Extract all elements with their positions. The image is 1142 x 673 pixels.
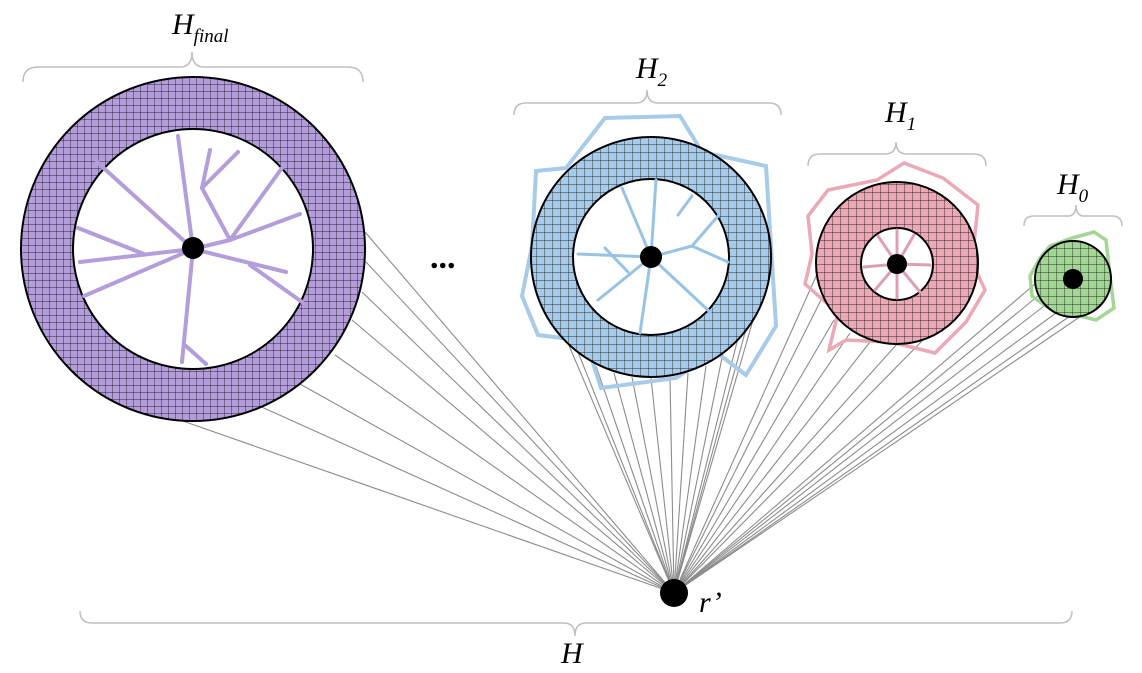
label-h1: H1 <box>884 96 916 135</box>
connector-line <box>673 341 871 594</box>
center-h2 <box>640 246 662 268</box>
connector-line <box>673 315 1071 594</box>
origin-point <box>660 579 688 607</box>
connector-line <box>673 283 1036 594</box>
brace-h1 <box>807 141 987 167</box>
group-h1: H1 <box>803 96 987 355</box>
outline-h2 <box>519 113 779 391</box>
connector-line <box>673 339 924 594</box>
connector-line <box>577 351 675 594</box>
connector-line <box>365 261 675 594</box>
origin-label: r’ <box>699 586 722 619</box>
branches-h2 <box>576 178 730 335</box>
group-h0: H0 <box>1023 168 1123 322</box>
outline-h0 <box>1028 230 1116 322</box>
connector-line <box>299 383 675 594</box>
connector-lines <box>179 231 1085 594</box>
connector-line <box>673 295 761 594</box>
connector-line <box>673 312 1057 594</box>
connector-line <box>669 376 675 594</box>
brace-total <box>79 610 1073 637</box>
connector-line <box>673 295 1039 594</box>
connector-line <box>673 271 819 594</box>
ellipsis: ... <box>430 239 456 276</box>
connector-line <box>673 332 851 594</box>
label-h0: H0 <box>1056 168 1089 207</box>
connector-line <box>179 419 675 594</box>
connector-line <box>673 305 1045 594</box>
connector-line <box>673 297 823 594</box>
brace-h2 <box>513 89 782 116</box>
connector-line <box>673 337 739 594</box>
group-h-final: Hfinal <box>20 8 366 422</box>
connector-line <box>673 319 835 594</box>
connector-line <box>673 365 707 594</box>
branches-h-final <box>76 134 304 366</box>
connector-line <box>595 365 675 594</box>
connector-line <box>631 376 675 594</box>
connector-line <box>673 317 750 594</box>
center-h0 <box>1063 269 1083 289</box>
connector-line <box>334 354 675 594</box>
connector-line <box>361 291 675 594</box>
connector-line <box>673 352 724 594</box>
connector-line <box>613 372 675 594</box>
outline-h1 <box>803 161 987 355</box>
total-label: H <box>560 637 585 670</box>
connector-line <box>254 403 675 594</box>
brace-h-final <box>22 51 364 83</box>
brace-h0 <box>1023 204 1123 227</box>
center-h-final <box>182 237 204 259</box>
center-h1 <box>887 254 907 274</box>
connector-line <box>673 343 898 594</box>
group-h2: H2 <box>513 52 782 391</box>
connector-line <box>673 313 1085 594</box>
label-h-final: Hfinal <box>171 8 229 47</box>
connector-line <box>564 335 675 594</box>
connector-line <box>351 319 675 594</box>
connector-line <box>364 231 675 594</box>
connector-line <box>673 372 689 594</box>
label-h2: H2 <box>635 52 668 91</box>
connector-line <box>650 377 675 594</box>
